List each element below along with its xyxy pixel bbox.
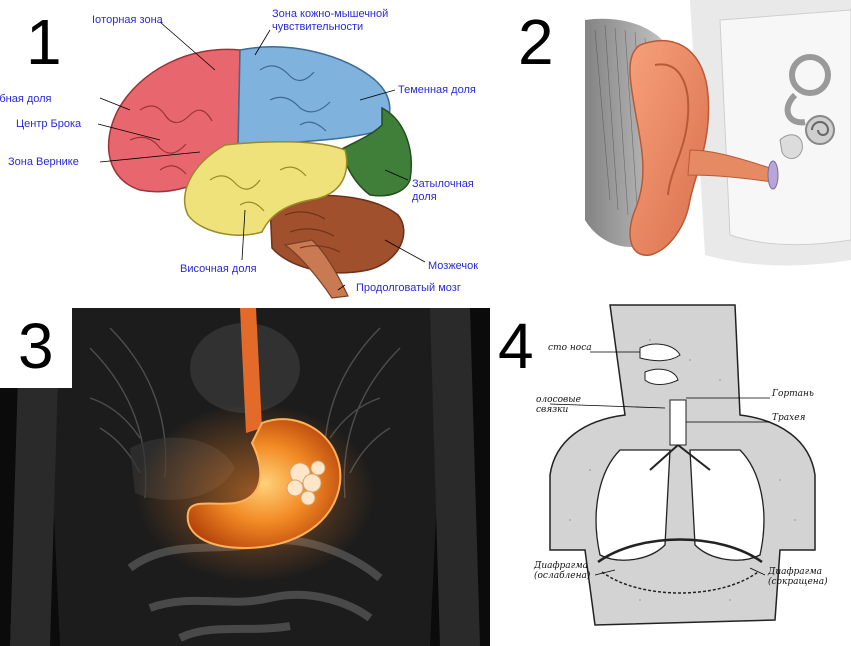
label-broca: Центр Брока: [16, 118, 81, 131]
label-somatosensory: Зона кожно-мышечной чувствительности: [272, 8, 388, 33]
label-motor-zone: Ioторная зона: [92, 14, 163, 27]
panel-number-3: 3: [0, 308, 72, 388]
label-medulla: Продолговатый мозг: [356, 282, 461, 295]
label-diaphragm-relaxed: Диафрагма (ослаблена): [534, 562, 590, 582]
panel-ear: 2: [490, 0, 851, 300]
torso-xray-illustration: [0, 308, 490, 646]
label-cerebellum: Мозжечок: [428, 260, 478, 273]
panel-brain: 1 Ioторная зона Зо: [0, 0, 490, 300]
label-temporal: Височная доля: [180, 263, 257, 276]
label-wernicke: Зона Вернике: [8, 156, 79, 169]
respiratory-diagram: [490, 300, 851, 646]
label-nose: сто носа: [548, 344, 592, 354]
label-parietal: Теменная доля: [398, 84, 476, 97]
panel-number-1: 1: [26, 10, 62, 74]
label-larynx: Гортань: [772, 390, 814, 400]
panel-stomach: 3: [0, 308, 490, 646]
label-diaphragm-contracted: Диафрагма (сокращена): [768, 568, 828, 588]
label-occipital: Затылочная доля: [412, 178, 474, 203]
panel-respiratory: 4 сто носа олосовые св: [490, 300, 851, 646]
label-frontal-partial: Лобная доля: [0, 93, 52, 106]
brain-illustration: [0, 0, 490, 300]
label-trachea: Трахея: [772, 414, 806, 424]
panel-number-4: 4: [498, 314, 534, 378]
panel-number-2: 2: [518, 10, 554, 74]
label-vocal-cords: олосовые связки: [536, 396, 581, 416]
